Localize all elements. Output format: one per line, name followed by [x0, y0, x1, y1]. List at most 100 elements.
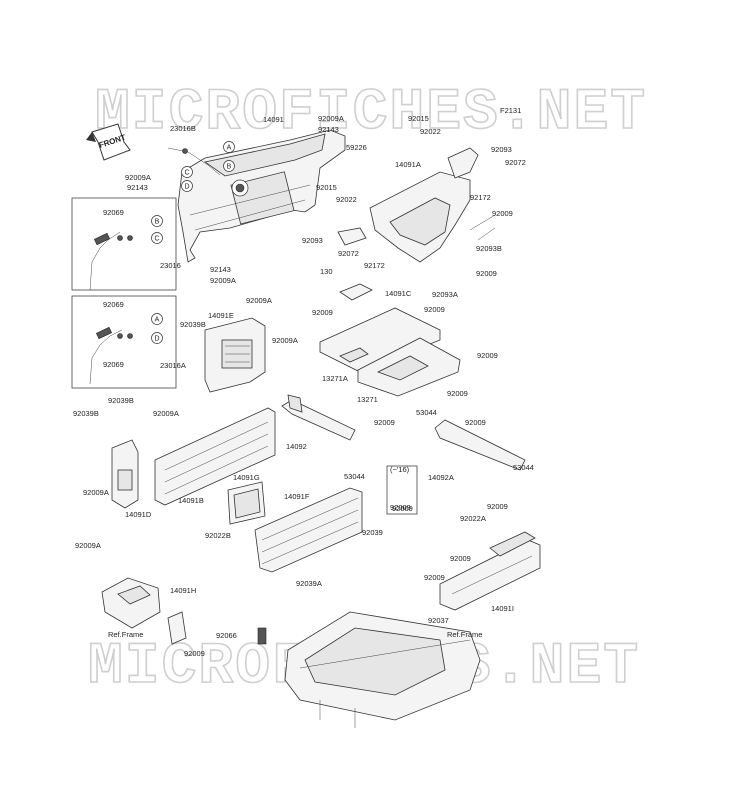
part-label: 92093A [432, 290, 458, 299]
part-label: 92009A [125, 173, 151, 182]
part-label: 13271 [357, 395, 378, 404]
reference-circle-d: D [151, 332, 163, 344]
part-label: 92009 [487, 502, 508, 511]
part-label: 92143 [127, 183, 148, 192]
part-label: 23016A [160, 361, 186, 370]
cable-23016b [167, 147, 221, 176]
part-label: 92172 [470, 193, 491, 202]
part-label: 59226 [346, 143, 367, 152]
reference-circle-d: D [181, 180, 193, 192]
part-label: 92039A [296, 579, 322, 588]
part-label: 14091 [263, 115, 284, 124]
part-label: 23016B [170, 124, 196, 133]
part-label: 53044 [416, 408, 437, 417]
svg-text:C: C [184, 170, 189, 177]
floor-plate-13271a [319, 307, 441, 373]
part-label: 92066 [216, 631, 237, 640]
part-label: 14091G [233, 473, 260, 482]
part-label: 92015 [316, 183, 337, 192]
svg-text:A: A [227, 145, 232, 152]
bracket-14091h [101, 577, 187, 645]
reference-circle-b: B [223, 160, 235, 172]
part-label: 92039B [180, 320, 206, 329]
part-label: 130 [320, 267, 333, 276]
part-label: 92037 [428, 616, 449, 625]
part-label: 92009A [210, 276, 236, 285]
part-label: 92022A [460, 514, 486, 523]
part-label: 92009 [424, 305, 445, 314]
part-label: 92143 [318, 125, 339, 134]
part-label: 92015 [408, 114, 429, 123]
part-label: 13271A [322, 374, 348, 383]
part-label: 92093 [302, 236, 323, 245]
part-label: 92009 [374, 418, 395, 427]
part-label: Ref.Frame [108, 630, 143, 639]
part-label: 14091F [284, 492, 310, 501]
part-label: 92009 [450, 554, 471, 563]
reference-circle-c: C [181, 166, 193, 178]
part-label: 14092 [286, 442, 307, 451]
front-arrow-icon: FRONT [86, 123, 131, 161]
part-label: 92009A [75, 541, 101, 550]
diagram-code: F2131 [500, 106, 521, 115]
part-label: 92143 [210, 265, 231, 274]
panel-14092a [434, 419, 526, 471]
part-label: 92072 [505, 158, 526, 167]
inset-box-cable-23016a [71, 295, 177, 389]
part-92066 [257, 627, 267, 645]
part-label: 53044 [344, 472, 365, 481]
part-label: 92039B [108, 396, 134, 405]
part-label: 92009A [272, 336, 298, 345]
svg-text:B: B [227, 164, 232, 171]
part-label: 14091A [395, 160, 421, 169]
panel-14091i [439, 531, 541, 611]
part-label: 92093B [476, 244, 502, 253]
part-label: 14091E [208, 311, 234, 320]
panel-14091b [154, 407, 276, 506]
part-label: 92009 [312, 308, 333, 317]
reference-circle-a: A [151, 313, 163, 325]
part-label: 14091I [491, 604, 514, 613]
panel-14091f [254, 487, 363, 573]
part-label: 92069 [103, 208, 124, 217]
part-label: 92009 [492, 209, 513, 218]
part-label: 92069 [103, 360, 124, 369]
reference-circle-c: C [151, 232, 163, 244]
part-label: 92039B [73, 409, 99, 418]
svg-text:B: B [155, 219, 160, 226]
svg-text:C: C [154, 236, 159, 243]
part-label: 53044 [513, 463, 534, 472]
panel-14092 [281, 394, 356, 441]
part-label: (~'16) [390, 465, 410, 474]
part-label: 14092A [428, 473, 454, 482]
part-label: 92009A [83, 488, 109, 497]
part-label: 92009 [477, 351, 498, 360]
part-label: 14091B [178, 496, 204, 505]
part-label: 92009 [447, 389, 468, 398]
part-label: 92069 [103, 300, 124, 309]
reference-circle-a: A [223, 141, 235, 153]
part-label: 92093 [491, 145, 512, 154]
part-label: 92009 [184, 649, 205, 658]
part-label: 92009 [476, 269, 497, 278]
dash-frame-14091 [177, 129, 346, 263]
part-label: 92009A [318, 114, 344, 123]
part-label: 14091D [125, 510, 152, 519]
part-label: 14091H [170, 586, 196, 595]
part-label: 92009 [390, 503, 411, 512]
panel-14091a [369, 147, 496, 263]
inset-box-cable-23016 [71, 197, 177, 291]
bracket-14091d [111, 439, 139, 509]
floor-plate-13271 [357, 337, 461, 397]
watermark-top: MICROFICHES.NET [95, 81, 647, 146]
part-label: 92072 [338, 249, 359, 258]
svg-text:D: D [184, 184, 189, 191]
bracket-14091c [339, 283, 373, 301]
cable-23016 [89, 231, 133, 291]
part-label: 92009A [153, 409, 179, 418]
part-label: 92009 [465, 418, 486, 427]
